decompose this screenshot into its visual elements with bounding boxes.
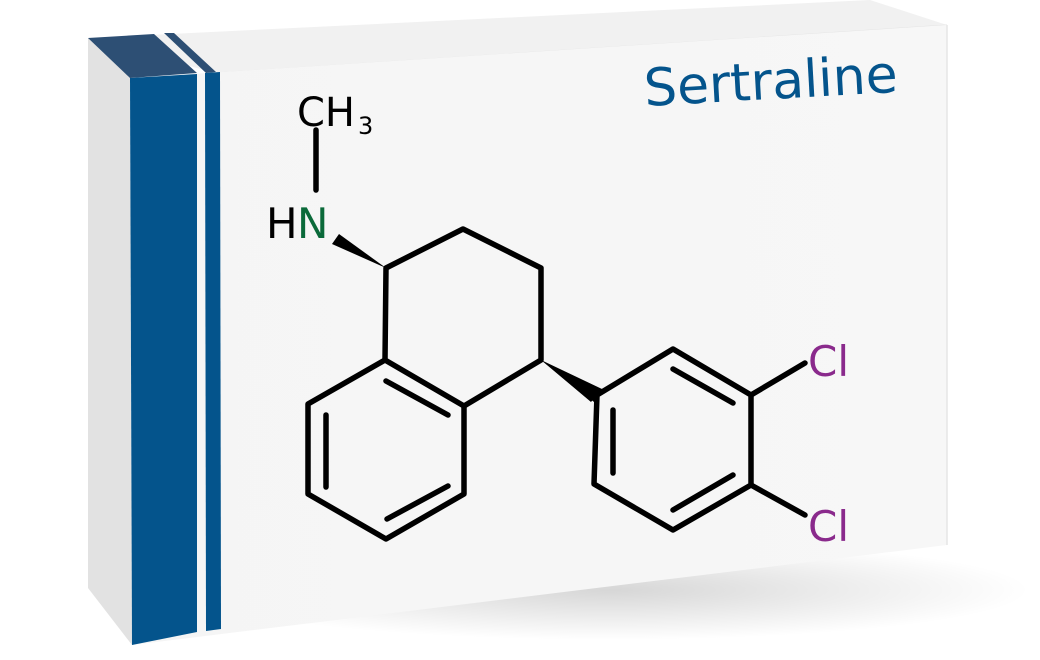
amine-nitrogen-label: N [297,199,328,248]
box-top-face [88,0,947,73]
box-side-face [88,38,132,645]
atom-labels: CH 3 H N Cl Cl [266,90,849,551]
methyl-subscript: 3 [358,112,373,140]
box-top-stripes [88,33,216,78]
chlorine-label-2: Cl [808,502,849,551]
chlorine-label-1: Cl [808,337,849,386]
amine-hydrogen-label: H [266,199,298,248]
product-title: Sertraline [642,45,899,119]
box-front-stripes [130,72,221,645]
wedge-bonds [332,234,602,402]
methyl-label: CH [297,90,355,136]
